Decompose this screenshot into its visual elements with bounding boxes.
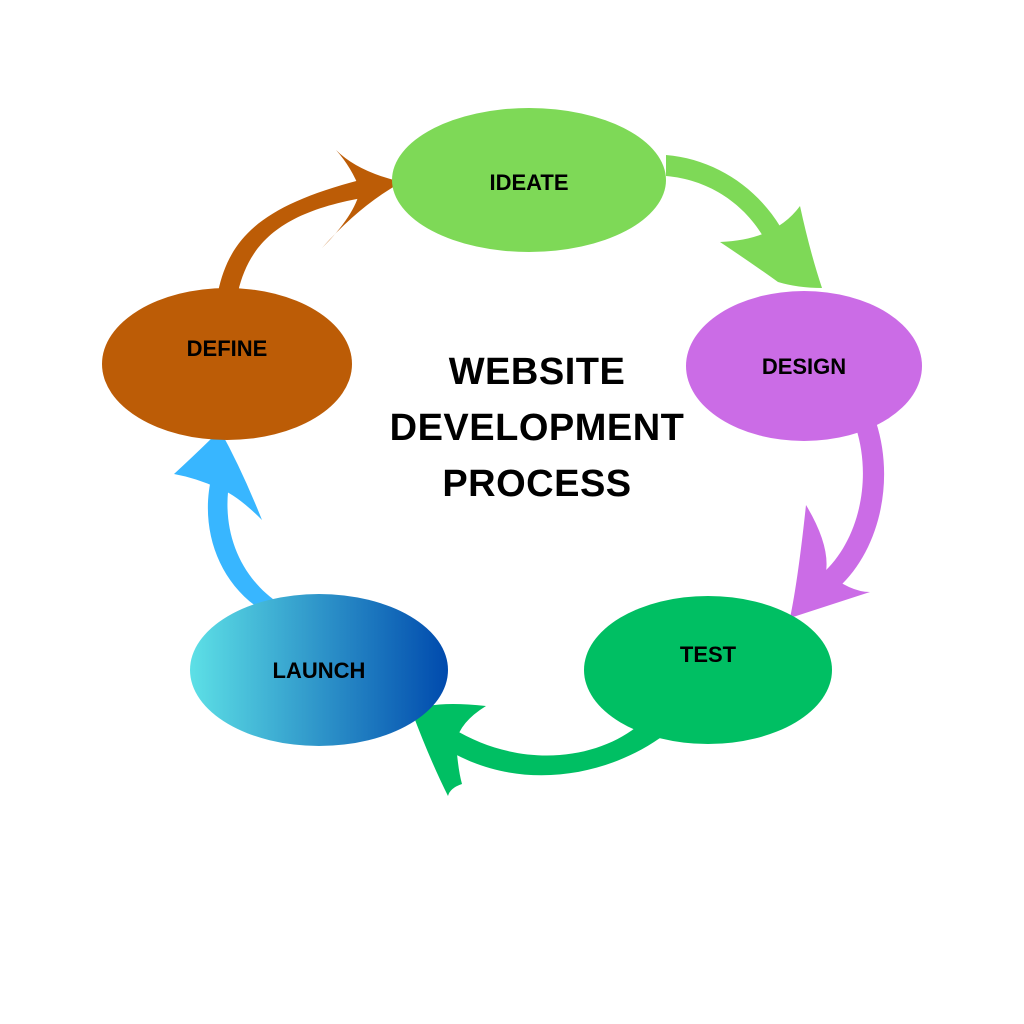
node-define-label: DEFINE [187, 336, 268, 361]
node-design-label: DESIGN [762, 354, 846, 379]
node-launch-label: LAUNCH [273, 658, 366, 683]
diagram-title-line-1: WEBSITE [448, 351, 626, 393]
node-launch: LAUNCH [190, 594, 448, 746]
arrow-define-to-ideate [218, 150, 402, 292]
arrow-ideate-to-design [666, 155, 822, 288]
arrow-define-to-ideate-shaft [218, 180, 362, 292]
node-define-shape [102, 288, 352, 440]
node-test: TEST [584, 596, 832, 744]
arrow-test-to-launch-head [412, 704, 486, 796]
node-ideate-shape [392, 108, 666, 252]
arrow-define-to-ideate-head [322, 150, 402, 248]
diagram-title: WEBSITE DEVELOPMENT PROCESS [312, 344, 762, 512]
arrow-design-to-test [790, 422, 885, 618]
node-design-shape [686, 291, 922, 441]
diagram-title-line-3: PROCESS [442, 463, 632, 505]
arrow-launch-to-define [174, 430, 280, 616]
arrow-launch-to-define-head [174, 430, 262, 520]
diagram-title-line-2: DEVELOPMENT [389, 407, 685, 449]
node-define: DEFINE [102, 288, 352, 440]
node-test-label: TEST [680, 642, 737, 667]
arrow-design-to-test-head [790, 505, 870, 618]
node-design: DESIGN [686, 291, 922, 441]
node-ideate-label: IDEATE [489, 170, 568, 195]
arrow-launch-to-define-shaft [207, 475, 280, 616]
node-test-shape [584, 596, 832, 744]
arrow-test-to-launch [412, 704, 660, 796]
arrow-test-to-launch-shaft [440, 724, 660, 776]
node-ideate: IDEATE [392, 108, 666, 252]
arrow-design-to-test-shaft [822, 422, 885, 588]
node-launch-shape [190, 594, 448, 746]
arrow-ideate-to-design-head [720, 206, 822, 288]
